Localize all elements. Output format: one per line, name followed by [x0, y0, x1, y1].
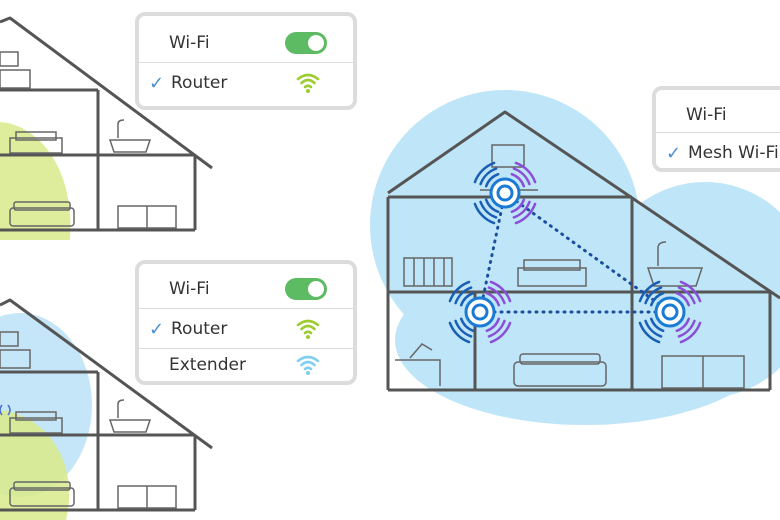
extender-device-icon: [0, 404, 11, 416]
bathtub-icon: [108, 119, 152, 153]
signal-arc: [644, 286, 663, 305]
mesh-node-icon: [473, 161, 537, 225]
signal-arc: [649, 291, 665, 307]
signal-arc: [454, 319, 473, 338]
signal-arc: [487, 319, 506, 338]
signal-arc: [649, 317, 665, 333]
extender-house: [0, 298, 213, 520]
signal-arc: [638, 280, 661, 303]
desk-lamp-icon: [395, 343, 441, 386]
wifi-signal-icon: [296, 73, 320, 93]
signal-arc: [459, 317, 475, 333]
signal-arc: [644, 319, 663, 338]
checkmark-icon: ✓: [149, 318, 165, 340]
mesh-house: [370, 90, 780, 425]
network-label: Router: [171, 319, 228, 339]
wifi-header-row: Wi-Fi: [139, 26, 353, 60]
router-coverage-area: [0, 410, 70, 520]
signal-arc: [448, 280, 471, 303]
signal-arc: [675, 317, 691, 333]
checkmark-icon: ✓: [666, 142, 682, 164]
signal-arc: [454, 286, 473, 305]
bathtub-icon: [108, 399, 152, 433]
wifi-signal-icon: [296, 319, 320, 339]
wifi-signal-icon: [296, 355, 320, 375]
signal-arc: [479, 200, 498, 219]
router-wifi-panel: Wi-Fi ✓ Router: [135, 12, 357, 110]
network-row-router[interactable]: ✓ Router: [139, 66, 353, 100]
signal-arc: [459, 291, 475, 307]
router-house: [0, 16, 213, 240]
signal-arc: [489, 321, 512, 344]
signal-arc: [675, 291, 691, 307]
mesh-node-icon: [448, 280, 512, 344]
dresser-icon: [0, 331, 31, 369]
network-row-router[interactable]: ✓ Router: [139, 312, 353, 346]
signal-arc: [514, 202, 537, 225]
signal-arc: [487, 286, 506, 305]
dresser-icon: [117, 205, 177, 229]
house-icon: [0, 16, 213, 232]
signal-arc: [679, 321, 702, 344]
network-label: Extender: [169, 355, 246, 375]
node-core: [496, 184, 514, 202]
signal-arc: [679, 280, 702, 303]
mesh-link-lines: [478, 191, 672, 314]
signal-arc: [677, 286, 696, 305]
signal-arc: [485, 291, 501, 307]
signal-arc: [510, 172, 526, 188]
wifi-title: Wi-Fi: [169, 279, 210, 299]
network-row-mesh[interactable]: ✓ Mesh Wi-Fi: [656, 136, 780, 170]
wifi-header-row: Wi-Fi: [656, 98, 780, 132]
extender-wifi-panel: Wi-Fi ✓ Router Extender: [135, 260, 357, 385]
wifi-header-row: Wi-Fi: [139, 272, 353, 306]
signal-arc: [638, 321, 661, 344]
signal-arc: [514, 161, 537, 184]
signal-arc: [448, 321, 471, 344]
wifi-title: Wi-Fi: [169, 33, 210, 53]
toggle-switch-icon[interactable]: [285, 278, 327, 300]
signal-arc: [473, 161, 496, 184]
mesh-wifi-panel: Wi-Fi ✓ Mesh Wi-Fi: [652, 86, 780, 172]
node-core: [661, 303, 679, 321]
signal-arc: [512, 200, 531, 219]
signal-arc: [484, 172, 500, 188]
house-icon: [0, 298, 213, 512]
signal-arc: [510, 198, 526, 214]
toggle-switch-icon[interactable]: [285, 32, 327, 54]
signal-arc: [484, 198, 500, 214]
sofa-icon: [9, 481, 75, 507]
signal-arc: [677, 319, 696, 338]
sofa-icon: [513, 353, 607, 387]
bed-icon: [517, 259, 587, 287]
signal-arc: [489, 280, 512, 303]
signal-arc: [479, 167, 498, 186]
dresser-icon: [661, 355, 745, 389]
signal-arc: [485, 317, 501, 333]
network-label: Mesh Wi-Fi: [688, 143, 779, 163]
bathtub-icon: [646, 241, 704, 287]
network-label: Router: [171, 73, 228, 93]
node-core: [471, 303, 489, 321]
dresser-icon: [0, 51, 31, 89]
signal-arc: [473, 202, 496, 225]
house-icon: [386, 110, 780, 392]
bed-icon: [9, 411, 63, 434]
checkmark-icon: ✓: [149, 72, 165, 94]
crib-icon: [403, 257, 453, 287]
network-row-extender[interactable]: Extender: [139, 348, 353, 382]
mesh-node-icon: [638, 280, 702, 344]
bed-icon: [9, 131, 63, 154]
dresser-icon: [117, 485, 177, 509]
signal-arc: [512, 167, 531, 186]
sofa-icon: [9, 201, 75, 227]
wifi-title: Wi-Fi: [686, 105, 727, 125]
